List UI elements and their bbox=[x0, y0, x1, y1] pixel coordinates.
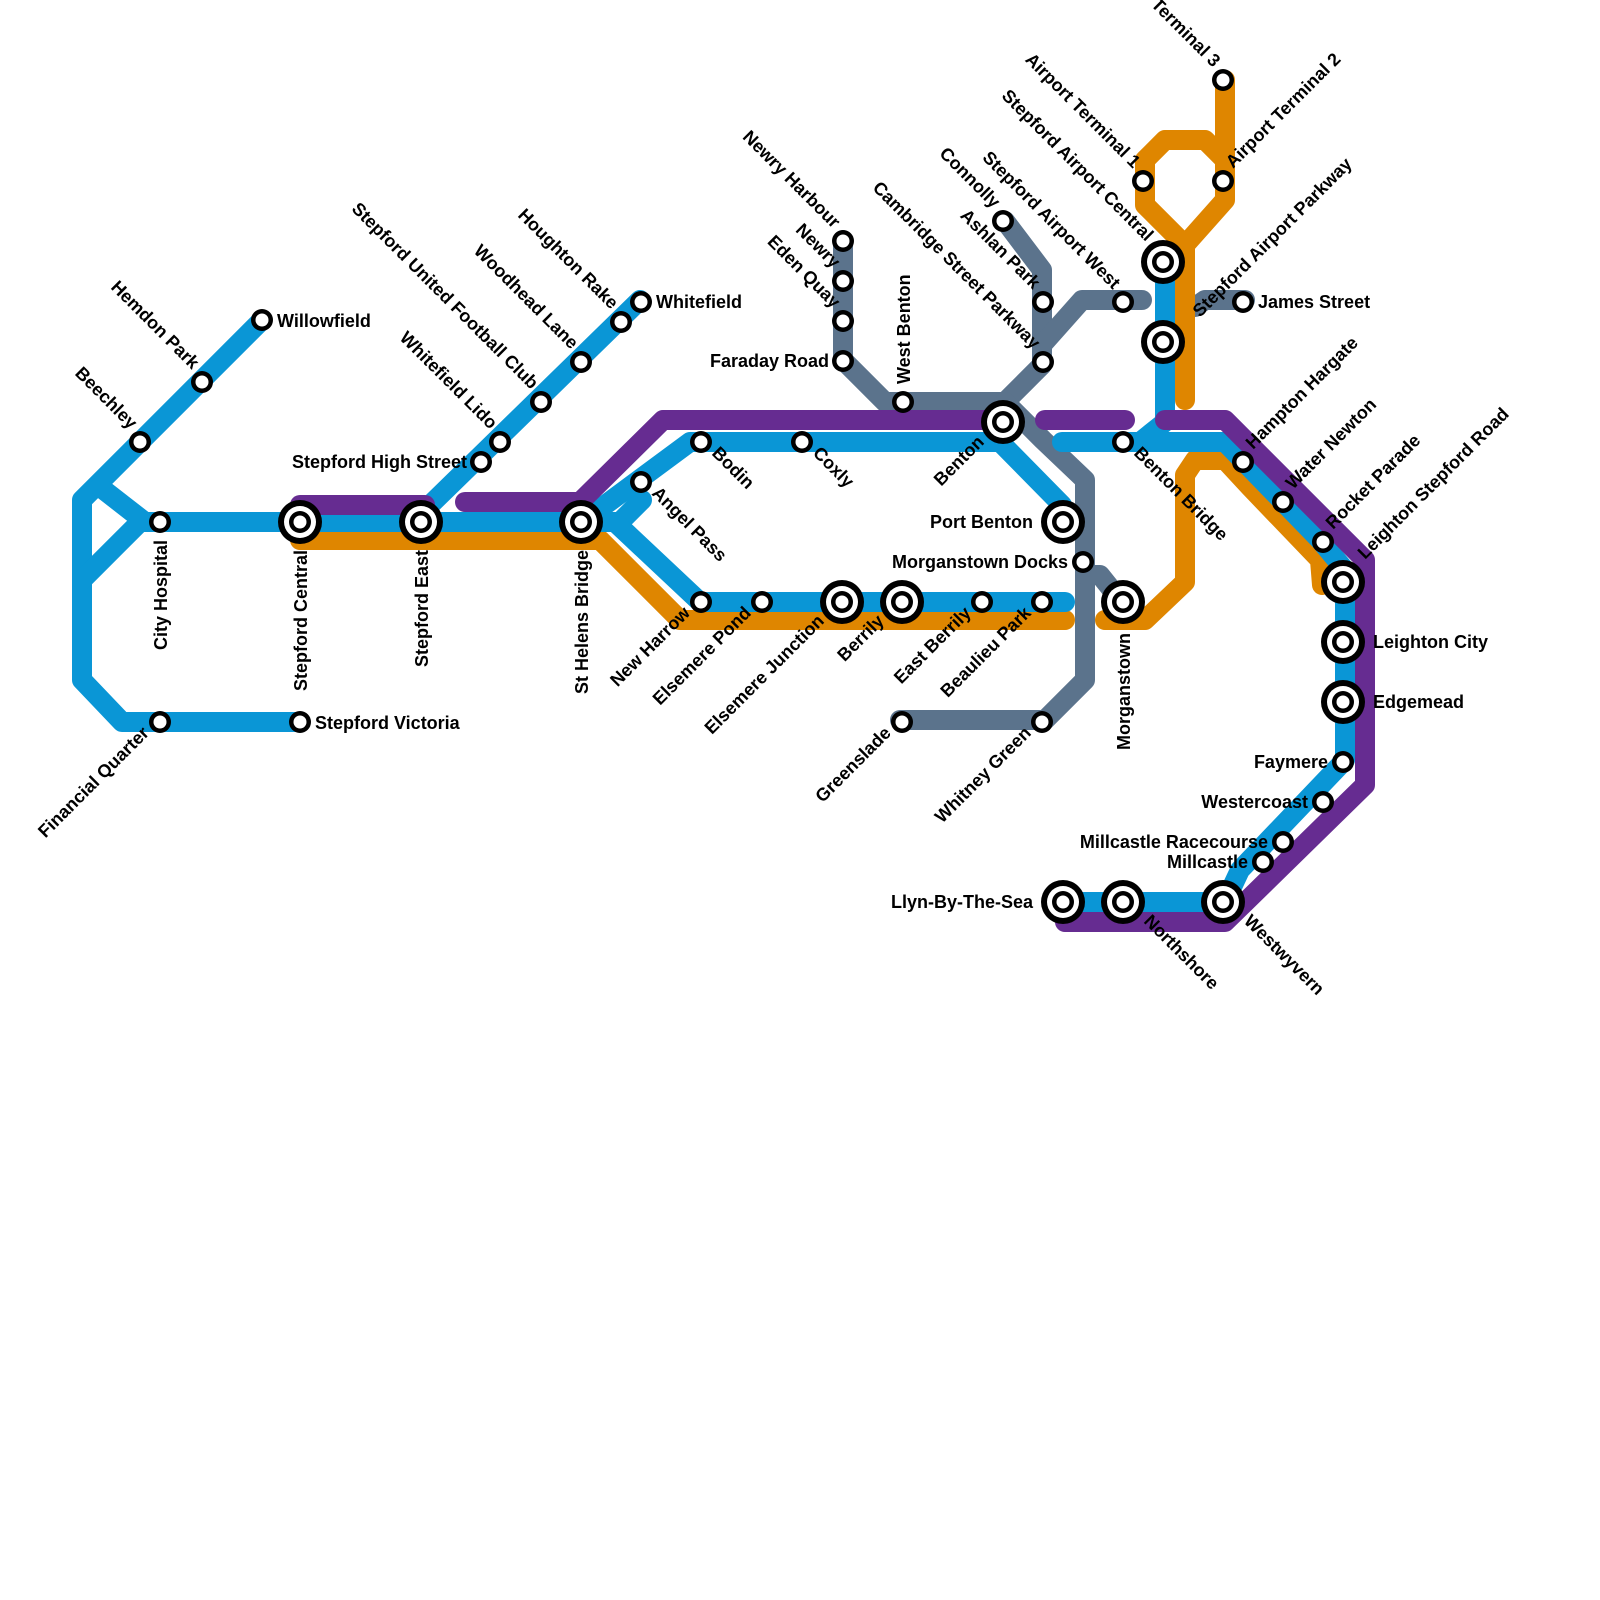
station-label-millcastle-racecourse: Millcastle Racecourse bbox=[1080, 832, 1268, 852]
station-beechley[interactable]: Beechley bbox=[71, 363, 151, 453]
station-willowfield[interactable]: Willowfield bbox=[251, 309, 371, 331]
station-label-morganstown-docks: Morganstown Docks bbox=[892, 552, 1068, 572]
station-label-westwyvern: Westwyvern bbox=[1240, 911, 1328, 999]
station-label-faymere: Faymere bbox=[1254, 752, 1328, 772]
station-llyn-by-the-sea[interactable]: Llyn-By-The-Sea bbox=[891, 880, 1085, 924]
station-label-beechley: Beechley bbox=[71, 363, 141, 433]
station-morganstown[interactable]: Morganstown bbox=[1101, 580, 1145, 750]
station-label-westercoast: Westercoast bbox=[1201, 792, 1308, 812]
station-label-willowfield: Willowfield bbox=[277, 311, 371, 331]
station-label-faraday-road: Faraday Road bbox=[710, 351, 829, 371]
station-st-helens-bridge[interactable]: St Helens Bridge bbox=[559, 500, 603, 694]
station-label-edgemead: Edgemead bbox=[1373, 692, 1464, 712]
station-stepford-central[interactable]: Stepford Central bbox=[278, 500, 322, 691]
station-label-st-helens-bridge: St Helens Bridge bbox=[572, 550, 592, 694]
station-label-morganstown: Morganstown bbox=[1114, 633, 1134, 750]
station-label-port-benton: Port Benton bbox=[930, 512, 1033, 532]
stations: Willowfield Hemdon Park Beechley City Ho… bbox=[34, 0, 1513, 999]
station-faraday-road[interactable]: Faraday Road bbox=[710, 350, 854, 372]
station-label-whitefield: Whitefield bbox=[656, 292, 742, 312]
station-port-benton[interactable]: Port Benton bbox=[930, 500, 1085, 544]
station-label-leighton-city: Leighton City bbox=[1373, 632, 1488, 652]
station-label-airport-terminal-1: Airport Terminal 1 bbox=[1021, 49, 1144, 172]
station-airport-terminal-3[interactable]: Terminal 3 bbox=[1147, 0, 1234, 91]
station-label-hemdon-park: Hemdon Park bbox=[107, 277, 204, 374]
station-morganstown-docks[interactable]: Morganstown Docks bbox=[892, 551, 1094, 573]
station-label-stepford-central: Stepford Central bbox=[291, 550, 311, 691]
station-label-west-benton: West Benton bbox=[894, 274, 914, 384]
station-millcastle[interactable]: Millcastle bbox=[1167, 851, 1274, 873]
station-edgemead[interactable]: Edgemead bbox=[1321, 680, 1464, 724]
station-faymere[interactable]: Faymere bbox=[1254, 751, 1354, 773]
station-millcastle-racecourse[interactable]: Millcastle Racecourse bbox=[1080, 831, 1294, 853]
station-label-city-hospital: City Hospital bbox=[151, 540, 171, 650]
station-label-greenslade: Greenslade bbox=[811, 723, 894, 806]
station-label-whitney-green: Whitney Green bbox=[931, 723, 1035, 827]
station-label-financial-quarter: Financial Quarter bbox=[34, 723, 153, 842]
station-label-airport-terminal-3: Terminal 3 bbox=[1147, 0, 1224, 71]
station-stepford-high-street[interactable]: Stepford High Street bbox=[292, 451, 492, 473]
station-label-stepford-victoria: Stepford Victoria bbox=[315, 713, 461, 733]
station-whitefield[interactable]: Whitefield bbox=[630, 291, 742, 313]
station-label-airport-terminal-2: Airport Terminal 2 bbox=[1222, 49, 1345, 172]
station-label-millcastle: Millcastle bbox=[1167, 852, 1248, 872]
station-greenslade[interactable]: Greenslade bbox=[811, 711, 913, 806]
station-label-stepford-east: Stepford East bbox=[412, 550, 432, 667]
station-label-llyn-by-the-sea: Llyn-By-The-Sea bbox=[891, 892, 1034, 912]
station-leighton-city[interactable]: Leighton City bbox=[1321, 620, 1488, 664]
station-stepford-east[interactable]: Stepford East bbox=[399, 500, 443, 667]
station-label-newry-harbour: Newry Harbour bbox=[739, 126, 844, 231]
station-label-stepford-high-street: Stepford High Street bbox=[292, 452, 467, 472]
station-label-james-street: James Street bbox=[1258, 292, 1370, 312]
station-stepford-victoria[interactable]: Stepford Victoria bbox=[289, 711, 461, 733]
station-hemdon-park[interactable]: Hemdon Park bbox=[107, 277, 213, 393]
